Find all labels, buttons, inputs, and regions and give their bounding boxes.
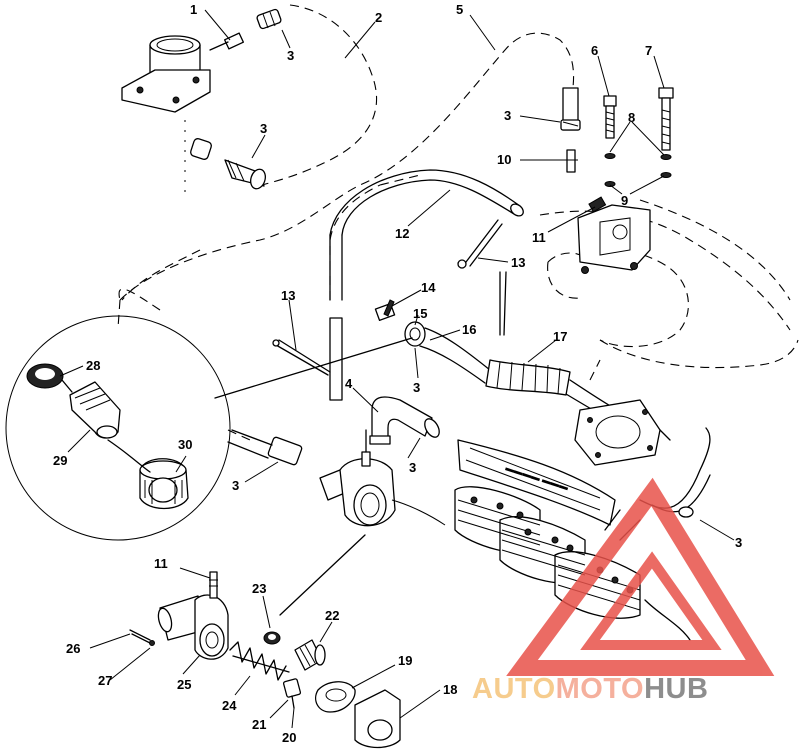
callout-5: 5 [456, 2, 463, 17]
bolts-washers [560, 87, 674, 213]
fitting-part-1 [209, 32, 245, 51]
callout-13-right: 13 [511, 255, 525, 270]
callout-28: 28 [86, 358, 100, 373]
callout-3-mid: 3 [413, 380, 420, 395]
callout-20: 20 [282, 730, 296, 745]
callout-7: 7 [645, 43, 652, 58]
watermark-auto: AUTO [472, 673, 556, 705]
callout-14: 14 [421, 280, 436, 295]
callout-22: 22 [325, 608, 339, 623]
leader-lines [59, 9, 735, 729]
phantom-outlines [117, 4, 799, 441]
svg-text:AUTOMOTOHUB: AUTOMOTOHUB [472, 673, 708, 705]
callout-27: 27 [98, 673, 112, 688]
callout-11-lower: 11 [154, 556, 168, 571]
callout-29: 29 [53, 453, 67, 468]
bottom-valve-assembly [129, 534, 401, 749]
callout-19: 19 [398, 653, 412, 668]
watermark-moto: MOTO [556, 673, 644, 705]
callout-12: 12 [395, 226, 409, 241]
callout-23: 23 [252, 581, 266, 596]
callout-17: 17 [553, 329, 567, 344]
callout-21: 21 [252, 717, 266, 732]
callout-3-upper-right: 3 [504, 108, 511, 123]
callout-10: 10 [497, 152, 511, 167]
callout-13-left: 13 [281, 288, 295, 303]
cable-tie-13 [272, 219, 507, 376]
oil-tank-neck [121, 35, 211, 200]
callout-8: 8 [628, 110, 635, 125]
callout-2: 2 [375, 10, 382, 25]
callout-25: 25 [177, 677, 191, 692]
callout-6: 6 [591, 43, 598, 58]
callout-9: 9 [621, 193, 628, 208]
callout-16: 16 [462, 322, 476, 337]
callout-3-right: 3 [735, 535, 742, 550]
callout-30: 30 [178, 437, 192, 452]
hose-clamp-top [256, 8, 282, 30]
callout-11-upper: 11 [532, 230, 546, 245]
watermark-hub: HUB [644, 673, 708, 705]
callout-26: 26 [66, 641, 80, 656]
manifold-gasket [574, 399, 661, 466]
callout-3-valve: 3 [409, 460, 416, 475]
watermark-logo: AUTOMOTOHUB [472, 477, 775, 705]
hose-clamp-left [190, 138, 266, 190]
callout-15: 15 [413, 306, 427, 321]
callout-18: 18 [443, 682, 457, 697]
exhaust-bracket [577, 204, 651, 274]
callout-3-top: 3 [287, 48, 294, 63]
callout-3-left: 3 [260, 121, 267, 136]
water-valve-assembly [227, 429, 446, 527]
callout-1: 1 [190, 2, 197, 17]
callout-3-left-hose: 3 [232, 478, 239, 493]
bent-hose-4 [369, 396, 440, 445]
callout-labels: 1 2 3 5 3 6 7 3 8 10 9 11 12 13 13 14 15… [53, 2, 742, 745]
callout-24: 24 [222, 698, 237, 713]
callout-4: 4 [345, 376, 353, 391]
vent-hose-12 [329, 169, 524, 401]
